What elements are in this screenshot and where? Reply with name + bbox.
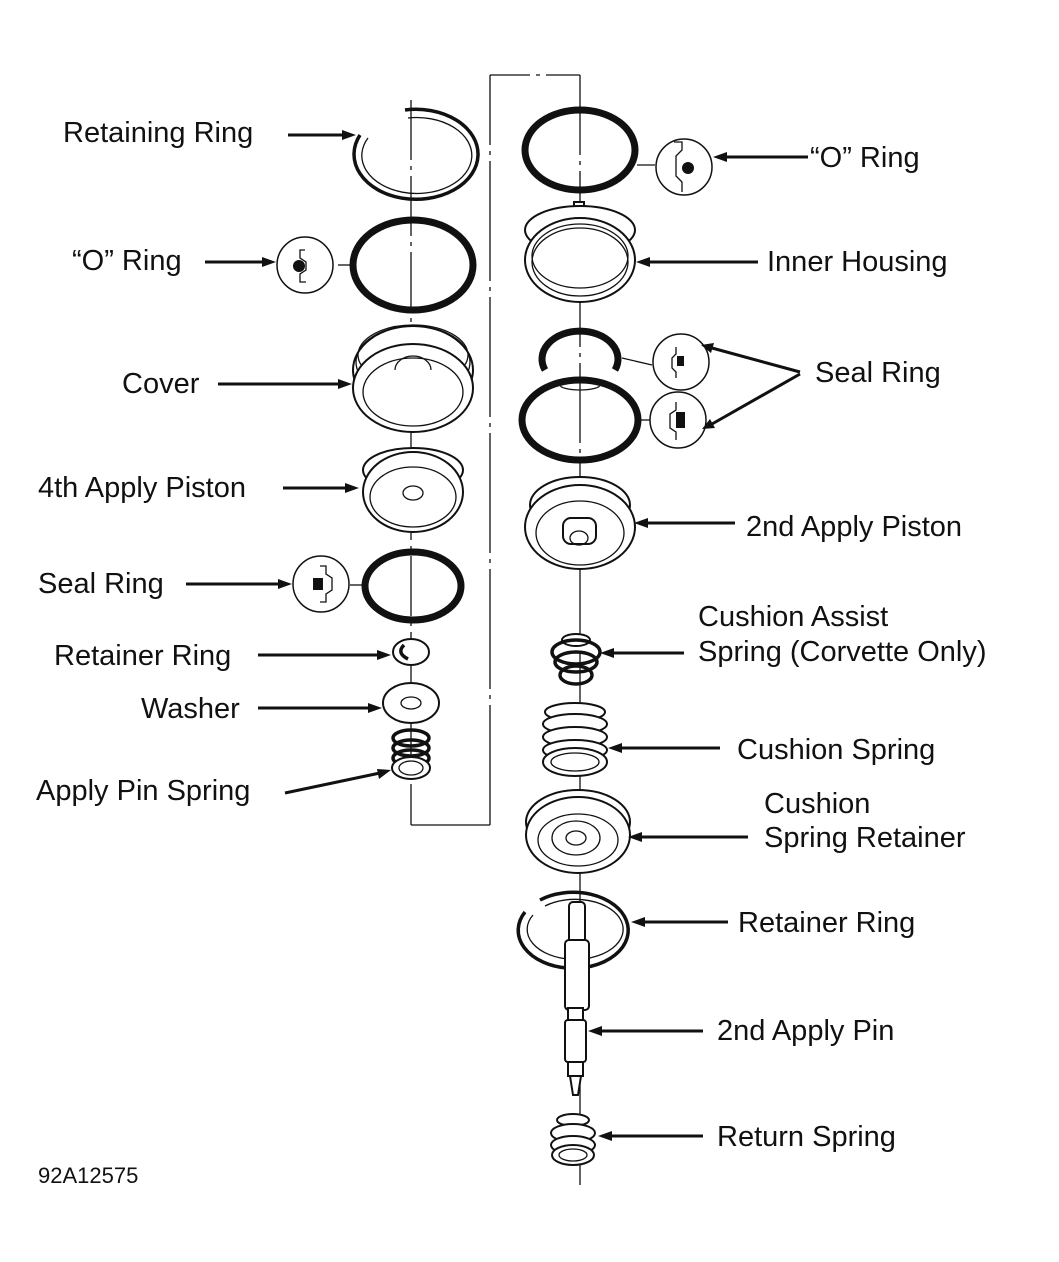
apply-pin-spring-part bbox=[391, 728, 431, 780]
arrow-cushion-assist-spring-head bbox=[600, 648, 614, 658]
2nd-apply-pin-part bbox=[564, 901, 590, 1096]
cushion-spring-retainer-part bbox=[525, 789, 631, 874]
inner-housing-part bbox=[524, 201, 636, 303]
label-cushion-spring-retainer-line2: Spring Retainer bbox=[764, 822, 966, 854]
arrow-o-ring-right-head bbox=[713, 152, 727, 162]
arrow-seal-ring-left-head bbox=[278, 579, 292, 589]
label-washer: Washer bbox=[141, 693, 240, 725]
label-o-ring-right: “O” Ring bbox=[810, 142, 920, 174]
arrow-washer-head bbox=[368, 703, 382, 713]
retainer-ring-right-part bbox=[516, 890, 630, 971]
arrow-retainer-ring-left-head bbox=[377, 650, 391, 660]
arrow-cover-head bbox=[338, 379, 352, 389]
label-2nd-apply-pin: 2nd Apply Pin bbox=[717, 1015, 894, 1047]
arrow-apply-pin-spring bbox=[284, 771, 381, 795]
arrow-2nd-apply-piston-head bbox=[634, 518, 648, 528]
seal-ring-right-upper-section-icon bbox=[652, 333, 710, 391]
label-4th-apply-piston: 4th Apply Piston bbox=[38, 472, 246, 504]
retaining-ring-part bbox=[352, 107, 480, 202]
arrow-4th-apply-piston-head bbox=[345, 483, 359, 493]
arrow-seal-ring-right-lower bbox=[711, 372, 801, 426]
label-cover: Cover bbox=[122, 368, 200, 400]
label-cushion-spring-retainer-line1: Cushion bbox=[764, 788, 870, 820]
label-apply-pin-spring: Apply Pin Spring bbox=[36, 775, 250, 807]
o-ring-left-part bbox=[338, 216, 477, 314]
label-2nd-apply-piston: 2nd Apply Piston bbox=[746, 511, 962, 543]
cover-part bbox=[352, 324, 474, 433]
figure-id: 92A12575 bbox=[38, 1163, 138, 1188]
seal-ring-left-section-icon bbox=[292, 555, 350, 613]
washer-part bbox=[382, 682, 440, 724]
label-o-ring-left: “O” Ring bbox=[72, 245, 182, 277]
arrow-seal-ring-right-upper-head bbox=[701, 343, 714, 353]
arrow-inner-housing-head bbox=[636, 257, 650, 267]
label-inner-housing: Inner Housing bbox=[767, 246, 948, 278]
arrow-2nd-apply-pin-head bbox=[588, 1026, 602, 1036]
arrow-o-ring-left-head bbox=[262, 257, 276, 267]
cushion-spring-part bbox=[542, 702, 608, 777]
cushion-assist-spring-part bbox=[550, 633, 602, 686]
arrow-retainer-ring-right-head bbox=[631, 917, 645, 927]
label-cushion-assist-spring-line1: Cushion Assist bbox=[698, 601, 888, 633]
2nd-apply-piston-part bbox=[524, 476, 636, 570]
o-ring-right-section-icon bbox=[655, 138, 713, 196]
seal-ring-right-part bbox=[518, 327, 653, 464]
label-cushion-assist-spring-line2: Spring (Corvette Only) bbox=[698, 636, 987, 668]
label-seal-ring-left: Seal Ring bbox=[38, 568, 164, 600]
return-spring-part bbox=[550, 1113, 596, 1166]
label-cushion-spring: Cushion Spring bbox=[737, 734, 935, 766]
arrow-cushion-spring-head bbox=[608, 743, 622, 753]
leader-arrows bbox=[186, 130, 808, 1141]
label-retainer-ring-left: Retainer Ring bbox=[54, 640, 231, 672]
arrow-retaining-ring-head bbox=[342, 130, 356, 140]
arrow-return-spring-head bbox=[598, 1131, 612, 1141]
label-retainer-ring-right: Retainer Ring bbox=[738, 907, 915, 939]
arrow-seal-ring-right-upper bbox=[711, 346, 801, 374]
arrow-cushion-spring-retainer-head bbox=[628, 832, 642, 842]
arrow-apply-pin-spring-head bbox=[377, 769, 391, 779]
seal-ring-left-part bbox=[350, 548, 465, 624]
o-ring-left-section-icon bbox=[276, 236, 334, 294]
retainer-ring-left-part bbox=[392, 638, 430, 666]
o-ring-right-part bbox=[521, 106, 655, 194]
label-retaining-ring: Retaining Ring bbox=[63, 117, 253, 149]
4th-apply-piston-part bbox=[362, 447, 464, 533]
label-return-spring: Return Spring bbox=[717, 1121, 896, 1153]
arrow-seal-ring-right-lower-head bbox=[702, 419, 715, 429]
seal-ring-right-lower-section-icon bbox=[649, 391, 707, 449]
label-seal-ring-right: Seal Ring bbox=[815, 357, 941, 389]
